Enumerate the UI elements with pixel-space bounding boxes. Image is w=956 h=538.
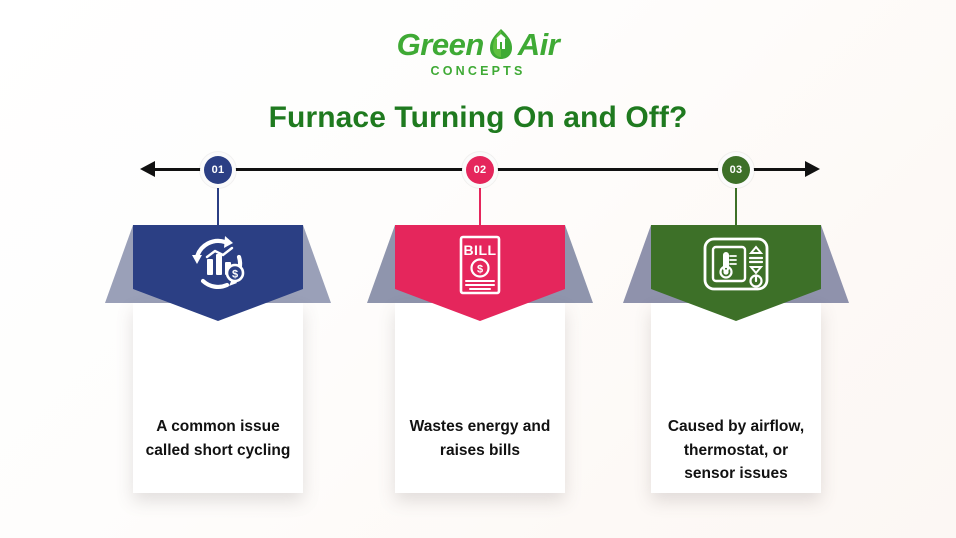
timeline-node-03-dot: 03 xyxy=(722,156,750,184)
logo-text-air: Air xyxy=(517,26,560,62)
connector-line-01 xyxy=(217,188,219,228)
timeline-node-02-label: 02 xyxy=(473,164,487,176)
recycle-bar-chart-dollar-icon: $ xyxy=(133,233,303,295)
connector-line-03 xyxy=(735,188,737,228)
card-03-banner xyxy=(651,225,821,321)
card-01-body xyxy=(133,303,303,493)
card-02-body xyxy=(395,303,565,493)
timeline-node-01-label: 01 xyxy=(211,164,225,176)
bill-dollar-document-icon: BILL $ xyxy=(395,233,565,299)
logo-wordmark: Green Air xyxy=(397,26,560,62)
timeline-node-03[interactable]: 03 xyxy=(718,152,754,188)
card-03-text: Caused by airflow, thermostat, or sensor… xyxy=(667,418,805,483)
svg-text:BILL: BILL xyxy=(463,242,496,258)
card-02-banner xyxy=(395,225,565,321)
card-01-text: A common issue called short cycling xyxy=(145,418,291,459)
svg-text:$: $ xyxy=(477,264,483,276)
card-03-body xyxy=(651,303,821,493)
timeline-node-02-dot: 02 xyxy=(466,156,494,184)
timeline-node-02[interactable]: 02 xyxy=(462,152,498,188)
thermostat-control-icon xyxy=(651,233,821,295)
logo-tagline: CONCEPTS xyxy=(430,64,526,78)
arrow-left-icon xyxy=(140,161,155,177)
card-02-text: Wastes energy and raises bills xyxy=(409,418,551,459)
timeline-node-01-dot: 01 xyxy=(204,156,232,184)
leaf-house-icon xyxy=(484,26,518,62)
arrow-right-icon xyxy=(805,161,820,177)
logo-text-green: Green xyxy=(396,26,485,62)
timeline-node-01[interactable]: 01 xyxy=(200,152,236,188)
brand-logo: Green Air CONCEPTS xyxy=(0,26,956,78)
svg-text:$: $ xyxy=(232,269,238,281)
timeline: 01 02 03 xyxy=(140,152,820,188)
page-title: Furnace Turning On and Off? xyxy=(268,101,688,134)
timeline-node-03-label: 03 xyxy=(729,164,743,176)
connector-line-02 xyxy=(479,188,481,228)
